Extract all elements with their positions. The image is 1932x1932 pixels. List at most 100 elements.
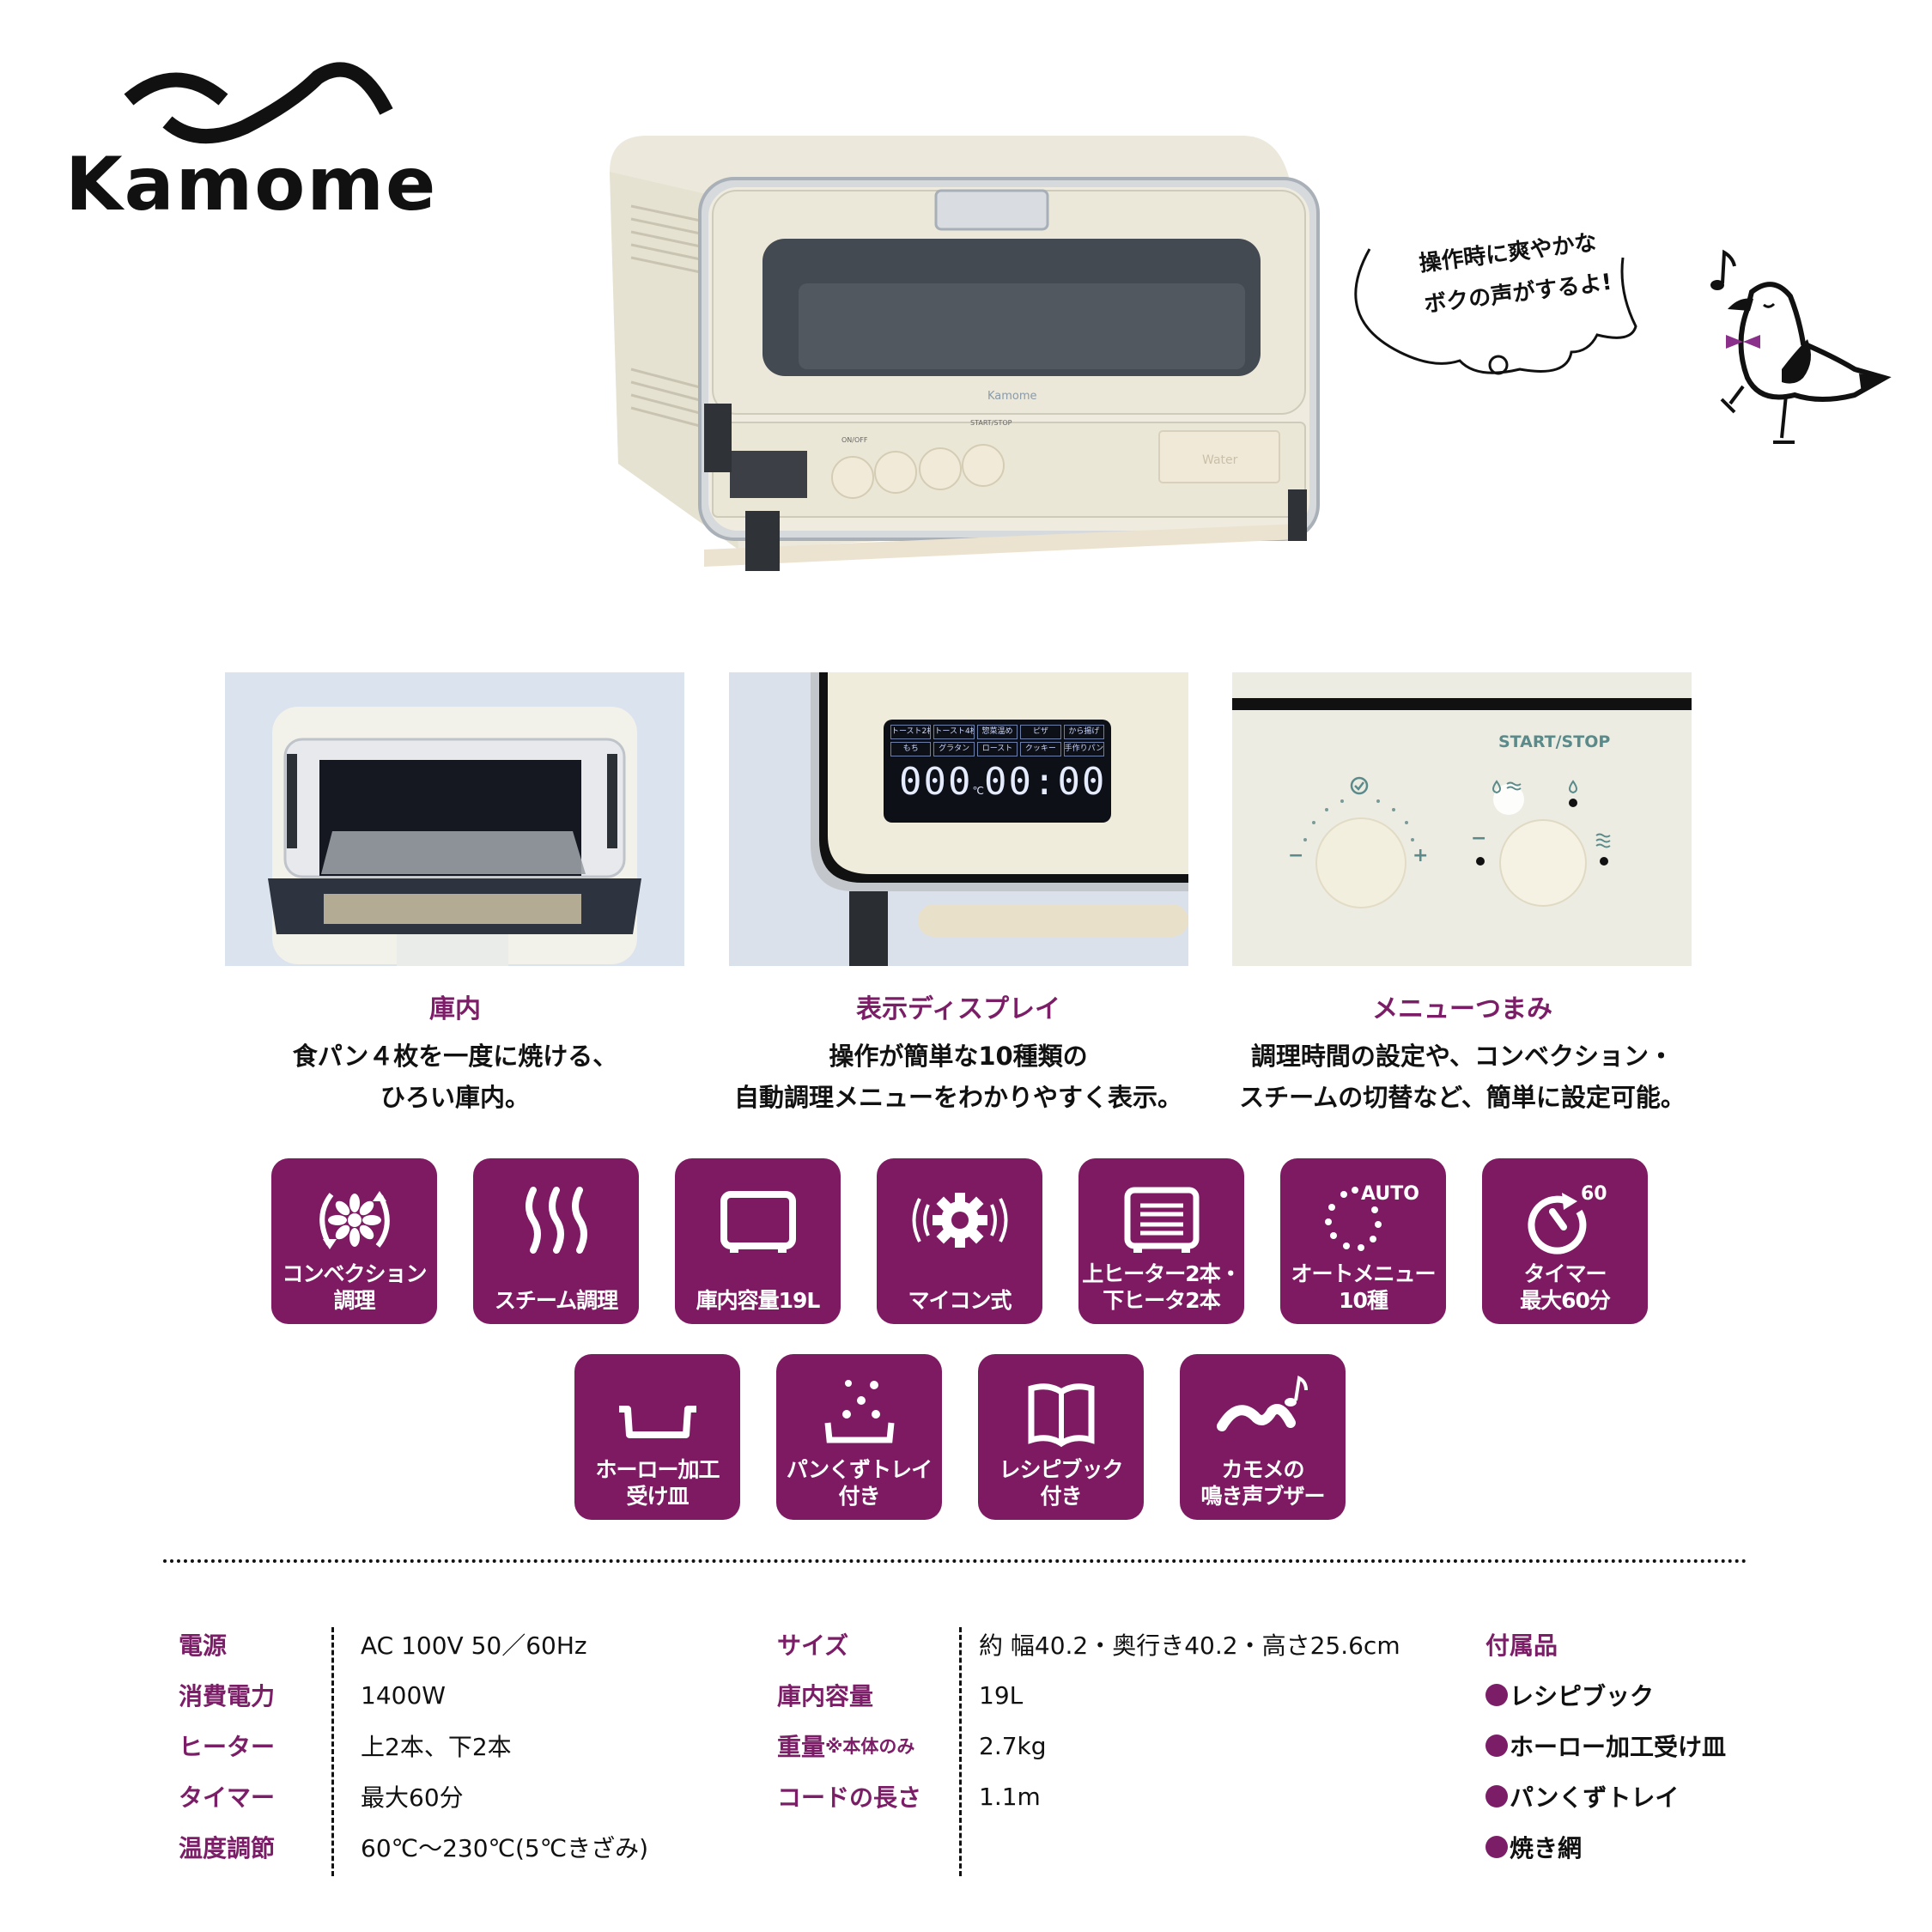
music-note-icon [1284,1375,1308,1406]
display-menu-item: トースト4枚 [933,725,975,739]
svg-text:ON/OFF: ON/OFF [841,436,868,444]
feature-photo-interior [225,672,684,966]
spec-label-note: ※本体のみ [825,1736,915,1757]
steam-mode-icon [1492,780,1611,848]
display-menu-item: トースト2枚 [890,725,932,739]
hero-product-image: Kamome ON/OFF START/STOP Water [592,120,1331,584]
lcd-display: トースト2枚 トースト4枚 惣菜温め ピザ から揚げ もち グラタン ロースト … [884,720,1111,823]
crumb-tray-icon [824,1380,894,1443]
spec-label: タイマー [179,1783,276,1812]
accessories-list: 付属品 レシピブック ホーロー加工受け皿 パンくずトレイ 焼き網 [1485,1627,1795,1876]
display-menu-item: 惣菜温め [976,725,1018,739]
microcomputer-gear-icon [912,1193,1007,1248]
timer-icon: 60 [1527,1183,1607,1255]
feature-caption-menu-knob: メニューつまみ 調理時間の設定や、コンベクション・ スチームの切替など、簡単に設… [1205,987,1720,1118]
display-temperature-unit: ℃ [972,785,984,797]
svg-text:START/STOP: START/STOP [970,419,1012,427]
feature-description: 操作が簡単な10種類の 自動調理メニューをわかりやすく表示。 [733,1042,1182,1112]
badge-label: タイマー 最大60分 [1520,1261,1611,1313]
recipe-book-icon [1028,1383,1094,1448]
spec-table-middle: サイズ 庫内容量 重量※本体のみ コードの長さ 約 幅40.2・奥行き40.2・… [777,1627,1447,1876]
accessory-item: レシピブック [1510,1682,1655,1710]
badge-timer: 60 タイマー 最大60分 [1482,1158,1648,1324]
spec-value: 1400W [361,1680,446,1710]
spec-label: 重量 [777,1733,826,1761]
display-temperature: 000 [899,760,973,804]
music-note-icon [1710,249,1736,290]
spec-label: 庫内容量 [777,1682,874,1710]
display-menu-item: グラタン [933,742,975,756]
badge-capacity: 庫内容量19L [675,1158,841,1324]
badge-label: カモメの 鳴き声ブザー [1200,1457,1325,1509]
display-menu-item: 手作りパン [1063,742,1105,756]
badge-label: オートメニュー 10種 [1291,1261,1436,1313]
svg-text:−: − [1471,828,1486,849]
spec-label: 電源 [179,1631,228,1660]
spec-label: 消費電力 [179,1682,276,1710]
spec-table-left: 電源 消費電力 ヒーター タイマー 温度調節 AC 100V 50／60Hz 1… [179,1627,694,1876]
bullet-dot-icon [1485,1735,1508,1757]
svg-text:Kamome: Kamome [987,390,1037,403]
brand-logo: Kamome [60,52,435,223]
display-time: 00:00 [983,760,1107,804]
clock-icon [1350,776,1369,795]
heater-icon [1124,1187,1199,1253]
accessory-item: パンくずトレイ [1510,1783,1680,1812]
svg-text:AUTO: AUTO [1361,1183,1419,1205]
badge-convection: コンベクション 調理 [271,1158,437,1324]
wave-logo-icon [124,62,393,144]
seagull-buzzer-icon [1216,1375,1308,1431]
bullet-dot-icon [1485,1785,1508,1807]
feature-photo-menu-knobs: START/STOP − + − [1232,672,1692,966]
badge-label: マイコン式 [908,1288,1012,1313]
svg-text:60: 60 [1581,1183,1607,1205]
bullet-dot-icon [1485,1684,1508,1706]
spec-value: 2.7kg [979,1731,1047,1760]
feature-caption-display: 表示ディスプレイ 操作が簡単な10種類の 自動調理メニューをわかりやすく表示。 [701,987,1216,1118]
start-stop-label: START/STOP [1498,732,1611,751]
badge-crumb-tray: パンくずトレイ 付き [776,1354,942,1520]
badge-label: スチーム調理 [494,1288,618,1313]
badge-heaters: 上ヒーター2本・ 下ヒータ2本 [1078,1158,1244,1324]
badge-steam: スチーム調理 [473,1158,639,1324]
display-menu-item: ピザ [1020,725,1061,739]
spec-label: コードの長さ [777,1783,922,1812]
convection-fan-icon [319,1191,390,1249]
accessories-title: 付属品 [1485,1631,1558,1660]
badge-auto-menu: AUTO オートメニュー 10種 [1280,1158,1446,1324]
badge-label: パンくずトレイ 付き [786,1457,933,1509]
feature-photo-display: トースト2枚 トースト4枚 惣菜温め ピザ から揚げ もち グラタン ロースト … [729,672,1188,966]
steam-icon [525,1187,587,1254]
auto-menu-icon: AUTO [1324,1183,1419,1251]
speech-bubble: 操作時に爽やかな ボクの声がするよ! [1348,223,1709,395]
spec-value: 60℃～230℃(5℃きざみ) [361,1834,649,1862]
badge-label: レシピブック 付き [999,1457,1123,1509]
feature-title: 表示ディスプレイ [856,994,1060,1024]
feature-title: メニューつまみ [1372,994,1552,1024]
seagull-mascot-illustration [1709,249,1898,489]
feature-description: 調理時間の設定や、コンベクション・ スチームの切替など、簡単に設定可能。 [1239,1042,1686,1112]
accessory-item: ホーロー加工受け皿 [1510,1733,1727,1761]
display-menu-item: もち [890,742,932,756]
feature-description: 食パン４枚を一度に焼ける、 ひろい庫内。 [292,1042,618,1112]
spec-value: 19L [979,1680,1024,1710]
oven-capacity-icon [720,1191,796,1253]
display-menu-item: ロースト [976,742,1018,756]
badge-seagull-buzzer: カモメの 鳴き声ブザー [1180,1354,1346,1520]
badge-label: 庫内容量19L [696,1288,821,1313]
accessory-item: 焼き網 [1510,1834,1583,1862]
svg-text:+: + [1413,845,1428,866]
spec-value: 上2本、下2本 [361,1733,512,1761]
badge-label: コンベクション 調理 [282,1261,427,1313]
spec-label: 温度調節 [179,1834,276,1862]
spec-value: 1.1m [979,1782,1041,1811]
bullet-dot-icon [1485,1836,1508,1858]
spec-label: サイズ [777,1631,849,1660]
display-menu-item: クッキー [1020,742,1061,756]
badge-label: ホーロー加工 受け皿 [595,1457,720,1509]
spec-divider [959,1627,962,1876]
svg-text:Water: Water [1202,453,1238,467]
spec-label: ヒーター [179,1733,276,1761]
badge-microcomputer: マイコン式 [877,1158,1042,1324]
brand-name: Kamome [65,142,438,228]
